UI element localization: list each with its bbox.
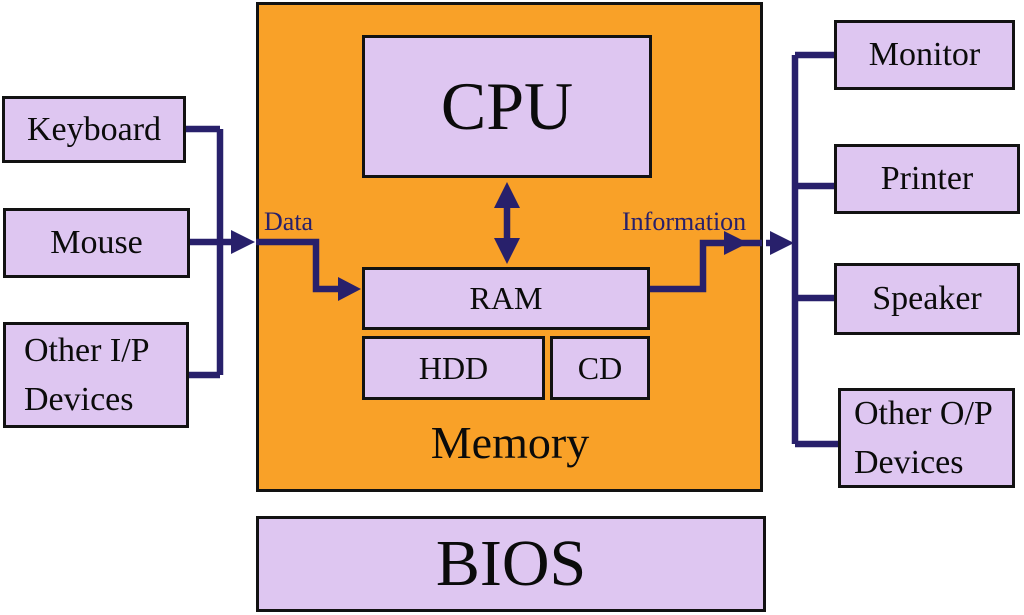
ram-to-output-connector [650,239,762,293]
information-arrowhead-inner [724,231,748,255]
cpu-arrowhead-up [494,182,520,208]
memory-label: Memory [430,416,590,468]
other-input-devices-box: Other I/P Devices [3,322,189,428]
information-flow-label: Information [622,207,747,236]
cpu-box: CPU [362,35,652,178]
printer-box: Printer [834,144,1020,214]
monitor-box: Monitor [834,20,1015,90]
ram-arrowhead-down [494,238,520,264]
speaker-box: Speaker [834,263,1020,335]
keyboard-box: Keyboard [2,96,186,163]
ram-arrowhead [338,277,361,301]
data-to-ram-connector [256,238,340,293]
hdd-box: HDD [362,336,545,400]
other-output-devices-box: Other O/P Devices [838,388,1015,488]
cd-box: CD [550,336,650,400]
ram-box: RAM [362,267,650,330]
input-arrowhead [231,230,255,254]
bios-box: BIOS [256,516,766,612]
data-flow-label: Data [264,207,314,236]
mouse-box: Mouse [3,208,190,278]
information-arrowhead-outer [770,231,794,255]
